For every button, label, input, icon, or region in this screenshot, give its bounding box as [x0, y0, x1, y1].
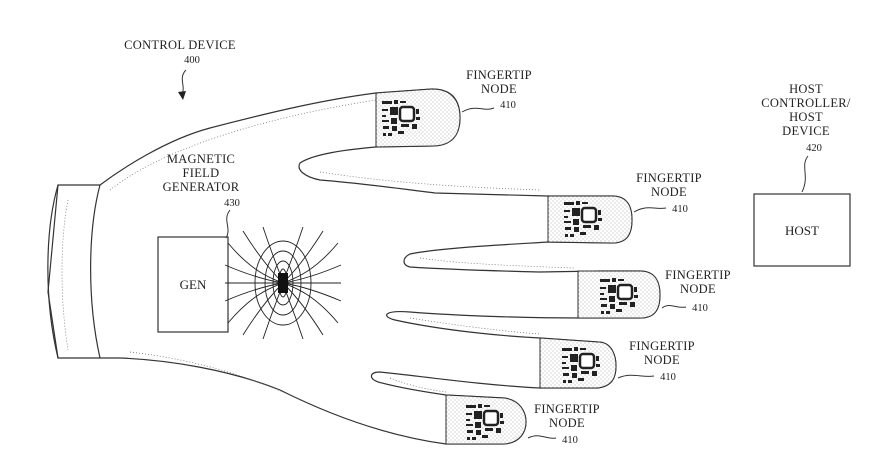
fingertip-2-line-1: FINGERTIP [636, 171, 702, 185]
control-device-label: CONTROL DEVICE [124, 38, 236, 52]
fingertip-node-chip-5 [446, 395, 526, 444]
fingertip-4-number: 410 [660, 372, 676, 383]
mfg-label-line-3: GENERATOR [163, 180, 240, 194]
magnetic-field-lines [225, 227, 341, 339]
fingertip-node-label-5: FINGERTIP NODE 410 [528, 402, 600, 446]
host-ctrl-label-line-1: HOST [789, 82, 823, 96]
fingertip-3-leader [662, 306, 686, 308]
mfg-number: 430 [224, 198, 240, 209]
host-ctrl-label-line-3: HOST [789, 110, 823, 124]
fingertip-node-label-1: FINGERTIP NODE 410 [462, 68, 532, 112]
host-box-label: HOST [785, 223, 819, 238]
host-ctrl-leader [802, 156, 808, 192]
fingertip-4-line-2: NODE [644, 353, 680, 367]
fingertip-5-leader [528, 436, 556, 439]
fingertip-5-number: 410 [562, 435, 578, 446]
host-ctrl-number: 420 [806, 143, 822, 154]
hand-shading [62, 100, 575, 400]
host-ctrl-label-line-4: DEVICE [782, 124, 830, 138]
hand-outline [48, 89, 660, 444]
fingertip-3-line-1: FINGERTIP [665, 268, 731, 282]
fingertip-2-number: 410 [672, 204, 688, 215]
fingertip-node-label-3: FINGERTIP NODE 410 [662, 268, 731, 314]
fingertip-node-chip-3 [578, 271, 660, 318]
fingertip-2-leader [634, 208, 666, 212]
control-device-number: 400 [184, 55, 200, 66]
fingertip-2-line-2: NODE [651, 185, 687, 199]
fingertip-node-label-4: FINGERTIP NODE 410 [618, 339, 695, 383]
fingertip-4-line-1: FINGERTIP [629, 339, 695, 353]
fingertip-3-number: 410 [692, 303, 708, 314]
fingertip-4-leader [618, 375, 654, 378]
control-device-arrow [182, 70, 186, 94]
mfg-leader [226, 210, 230, 238]
control-device-arrowhead [178, 91, 186, 100]
fingertip-node-chip-2 [548, 196, 632, 243]
fingertip-1-line-2: NODE [481, 82, 517, 96]
fingertip-1-leader [462, 108, 494, 112]
mfg-label-line-1: MAGNETIC [167, 152, 235, 166]
fingertip-3-line-2: NODE [680, 282, 716, 296]
generator-box-label: GEN [180, 277, 207, 292]
fingertip-1-line-1: FINGERTIP [466, 68, 532, 82]
fingertip-1-number: 410 [500, 100, 516, 111]
fingertip-node-chip-4 [540, 338, 616, 388]
fingertip-node-chip-1 [376, 89, 460, 147]
fingertip-node-label-2: FINGERTIP NODE 410 [634, 171, 702, 215]
fingertip-5-line-1: FINGERTIP [534, 402, 600, 416]
host-ctrl-label-line-2: CONTROLLER/ [761, 96, 851, 110]
fingertip-5-line-2: NODE [549, 416, 585, 430]
mfg-label-line-2: FIELD [183, 166, 220, 180]
cuff-right-edge [91, 185, 100, 358]
